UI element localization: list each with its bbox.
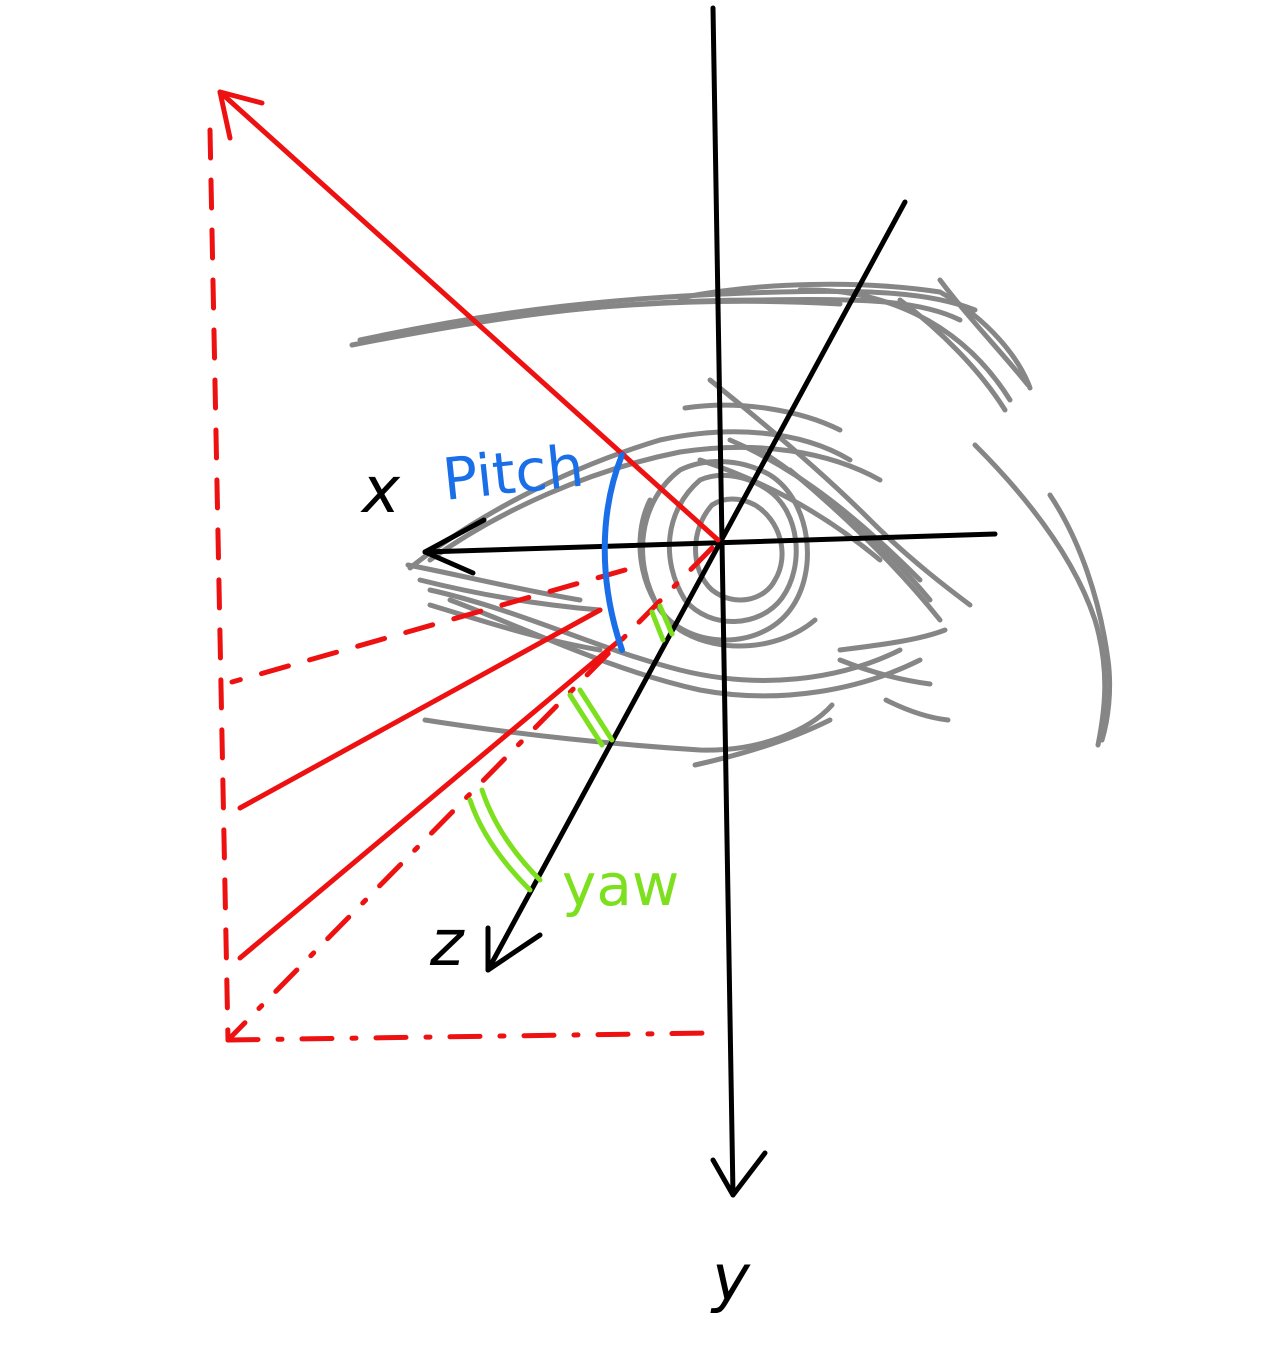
gaze-vector-arrowhead	[217, 89, 265, 141]
y-axis-line	[710, 5, 736, 1198]
y-axis-arrowhead	[710, 1150, 768, 1198]
yaw-angle-arc	[467, 797, 533, 893]
projection-line-1	[237, 607, 603, 811]
gaze-projection-group	[207, 89, 721, 1043]
vertical-projection-dashed	[207, 127, 231, 1043]
x-axis-label: x	[360, 454, 401, 528]
x-axis-line	[422, 531, 998, 555]
z-axis-label: z	[429, 907, 465, 981]
diagonal-projection-dashed	[225, 545, 715, 1043]
yaw-label: yaw	[562, 851, 679, 919]
bottom-projection-dashed	[225, 1030, 713, 1043]
pitch-angle-arc	[601, 452, 625, 653]
pitch-label: Pitch	[439, 432, 587, 514]
yaw-angle-marks	[467, 603, 675, 893]
horizontal-projection-dashed	[229, 567, 628, 685]
projection-line-2	[237, 637, 623, 961]
z-axis-arrowhead	[485, 925, 543, 973]
eye-sketch-icon	[349, 277, 1113, 768]
x-axis-arrowhead	[422, 517, 487, 576]
y-axis-label: y	[710, 1242, 751, 1316]
gaze-vector-line	[217, 89, 721, 543]
z-axis-line	[485, 199, 908, 973]
axes-group	[422, 5, 998, 1198]
